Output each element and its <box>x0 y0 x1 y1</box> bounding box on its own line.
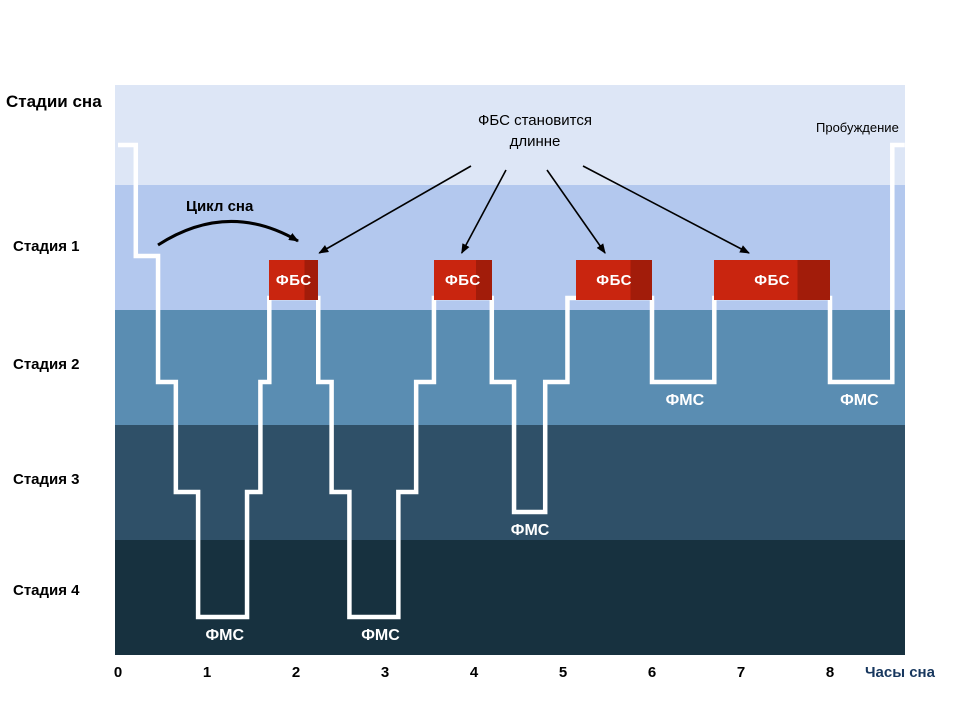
x-tick: 8 <box>825 664 835 681</box>
x-tick: 3 <box>380 664 390 681</box>
sleep-cycle-label: Цикл сна <box>186 198 254 215</box>
stage-2-label: Стадия 2 <box>13 356 80 373</box>
x-tick: 2 <box>291 664 301 681</box>
stage-4-label: Стадия 4 <box>13 582 80 599</box>
rem-longer-line2: длинне <box>509 133 561 150</box>
x-tick: 1 <box>202 664 212 681</box>
band-stage-4 <box>115 540 905 655</box>
x-axis-label: Часы сна <box>865 664 935 681</box>
stage-1-label: Стадия 1 <box>13 238 80 255</box>
x-tick: 4 <box>469 664 479 681</box>
x-tick: 0 <box>113 664 123 681</box>
rem-longer-annotation: ФБС становится длинне <box>430 110 640 152</box>
awakening-label: Пробуждение <box>816 120 899 135</box>
band-stage-2 <box>115 310 905 425</box>
band-stage-3 <box>115 425 905 540</box>
x-tick: 6 <box>647 664 657 681</box>
x-tick: 7 <box>736 664 746 681</box>
stage-3-label: Стадия 3 <box>13 471 80 488</box>
x-tick: 5 <box>558 664 568 681</box>
rem-longer-line1: ФБС становится <box>478 112 592 129</box>
chart-title: Стадии сна <box>6 92 102 111</box>
x-axis: 0 1 2 3 4 5 6 7 8 <box>0 664 980 686</box>
